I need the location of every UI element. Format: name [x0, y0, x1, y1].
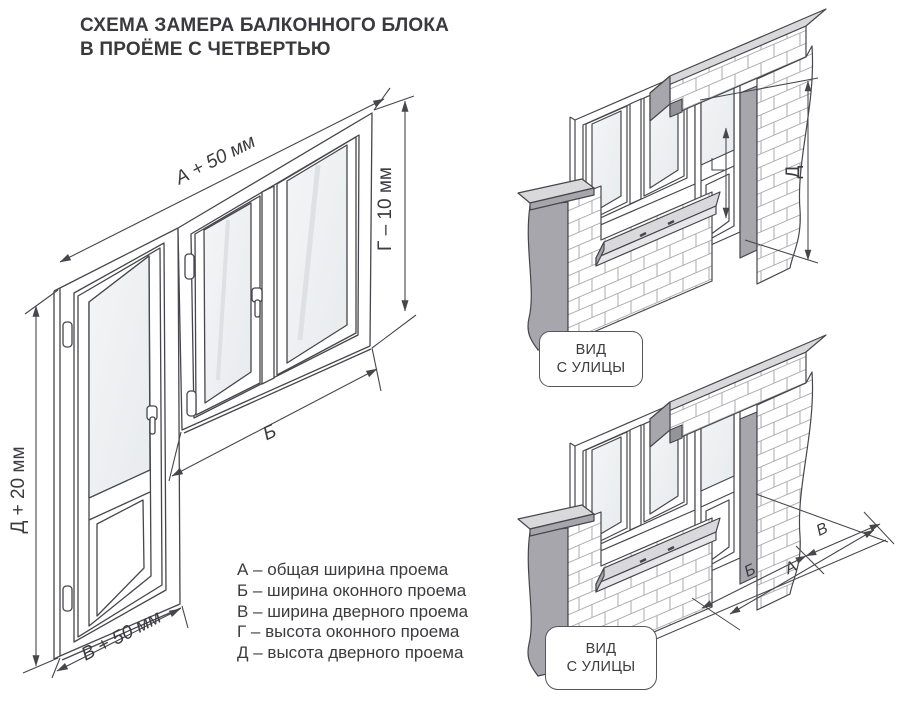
- view-from-street-label-top: ВИД С УЛИЦЫ: [539, 331, 643, 387]
- street-view-bottom-dimensions: [597, 493, 895, 665]
- dim-label-street-door-width: В: [814, 520, 831, 540]
- window-hinge-top-icon: [184, 253, 195, 280]
- legend-item-b: Б – ширина оконного проема: [237, 580, 467, 600]
- street-view-top: [516, 7, 828, 352]
- view-label-line1: ВИД: [575, 342, 607, 358]
- balcony-block-drawing: [22, 87, 417, 679]
- page-title-line1: СХЕМА ЗАМЕРА БАЛКОННОГО БЛОКА: [80, 15, 450, 36]
- page-title-line2: В ПРОЁМЕ С ЧЕТВЕРТЬЮ: [80, 39, 331, 60]
- door-handle-icon: [146, 405, 158, 435]
- view-from-street-label-bottom: ВИД С УЛИЦЫ: [545, 626, 657, 690]
- legend-item-d: Д – высота дверного проема: [237, 643, 464, 663]
- street-view-top-dimensions: [699, 77, 819, 264]
- dim-label-window-width: Б: [260, 421, 280, 445]
- door-hinge-top-icon: [62, 321, 73, 348]
- dim-label-total-width: А + 50 мм: [171, 131, 259, 190]
- dim-label-opening-height: Д: [783, 165, 804, 178]
- window-hinge-bottom-icon: [186, 390, 197, 417]
- legend-item-v: В – ширина дверного проема: [237, 601, 469, 621]
- legend-item-g: Г – высота оконного проема: [237, 622, 460, 642]
- page-title: СХЕМА ЗАМЕРА БАЛКОННОГО БЛОКА В ПРОЁМЕ С…: [80, 14, 449, 62]
- dimension-lines: [22, 87, 417, 679]
- dim-label-window-height: Г – 10 мм: [375, 167, 396, 251]
- window-handle-icon: [251, 287, 263, 318]
- view-label-line2: С УЛИЦЫ: [556, 360, 626, 376]
- view-label-line1: ВИД: [585, 641, 617, 657]
- quarter-corner-mark: [711, 158, 724, 171]
- door-hinge-bottom-icon: [62, 585, 73, 612]
- balcony-door: [53, 227, 182, 661]
- legend: А – общая ширина проема Б – ширина оконн…: [237, 560, 468, 664]
- legend-item-a: А – общая ширина проема: [237, 560, 449, 579]
- view-label-line2: С УЛИЦЫ: [566, 659, 636, 675]
- dim-label-door-height: Д + 20 мм: [8, 446, 29, 533]
